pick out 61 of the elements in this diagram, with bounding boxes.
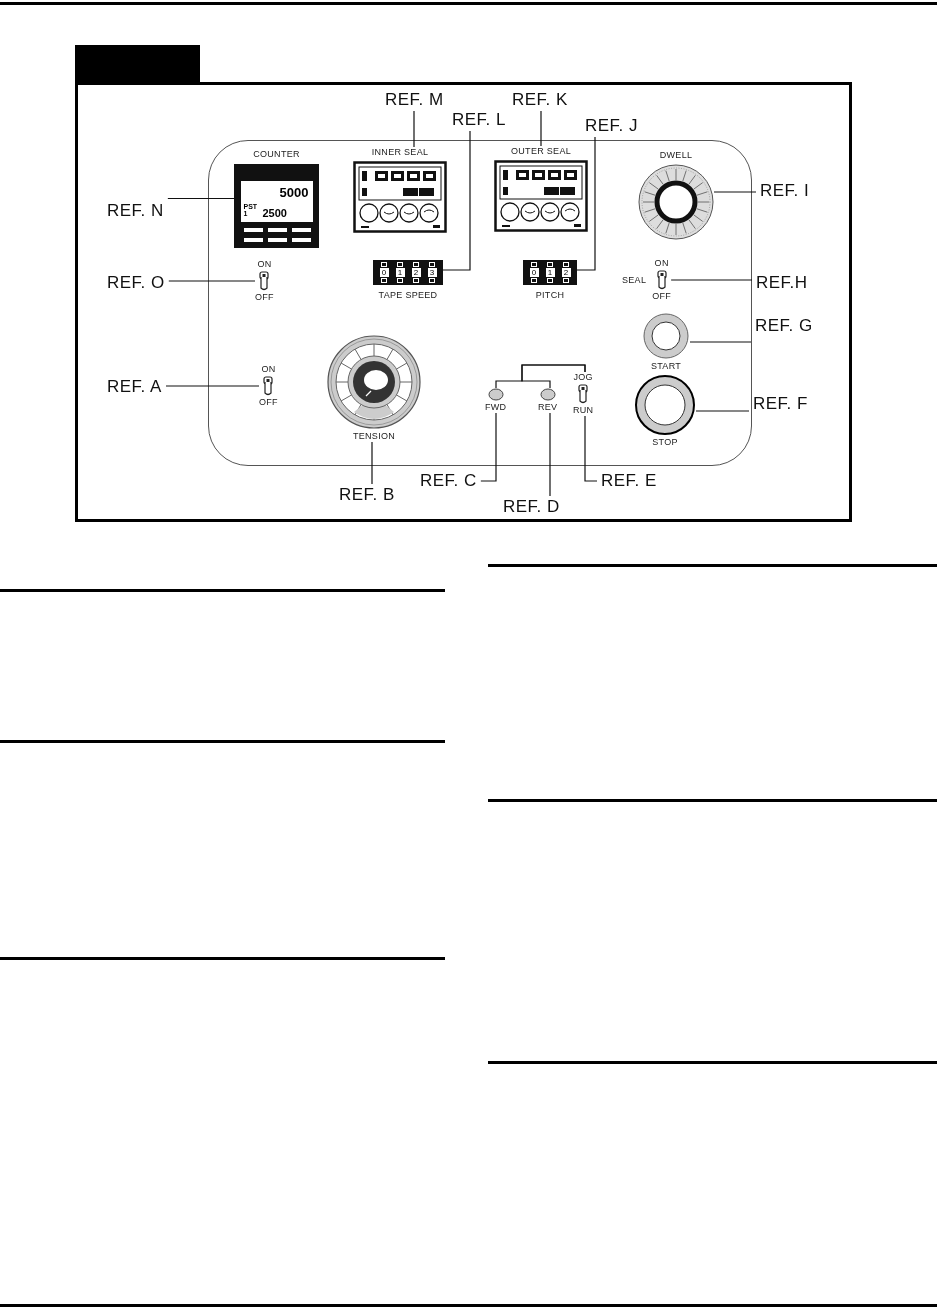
control-panel (208, 140, 752, 466)
reference-label: REF. K (508, 89, 572, 111)
control-label: COUNTER (253, 149, 300, 160)
control-label: TENSION (352, 431, 396, 442)
control-label: INNER SEAL (371, 147, 429, 158)
control-label: START (650, 361, 682, 372)
leader-line (165, 385, 260, 387)
control-label: DWELL (659, 150, 693, 161)
switch-digit: 1 (545, 268, 555, 277)
control-label: RUN (573, 405, 594, 416)
counter-reading: 2500 (262, 207, 287, 219)
reference-label: REF. J (581, 115, 643, 137)
control-label: OFF (259, 397, 278, 408)
leader-line (670, 279, 753, 281)
reference-label: REF. I (756, 180, 814, 202)
switch-digit: 3 (427, 268, 437, 277)
switch-digit: 0 (529, 268, 539, 277)
reference-label: REF. A (103, 376, 166, 398)
control-label: OUTER SEAL (511, 146, 571, 157)
reference-label: REF. N (103, 200, 168, 222)
leader-line (413, 110, 415, 148)
reference-label: REF.H (752, 272, 812, 294)
leader-line (584, 415, 598, 482)
control-label: ON (654, 258, 669, 269)
reference-label: REF. D (499, 496, 564, 518)
leader-line (167, 197, 235, 200)
reference-label: REF. B (335, 484, 399, 506)
leader-line (442, 130, 471, 271)
control-label: REV (538, 402, 558, 413)
control-label: SEAL (622, 274, 647, 286)
reference-label: REF. G (751, 315, 817, 337)
control-label: STOP (652, 437, 678, 448)
switch-digit: 1 (395, 268, 405, 277)
reference-label: REF. L (448, 109, 511, 131)
reference-label: REF. O (103, 272, 169, 294)
leader-line (713, 191, 757, 193)
control-label: PITCH (535, 290, 565, 301)
leader-line (689, 341, 752, 343)
reference-label: REF. E (597, 470, 661, 492)
reference-label: REF. C (416, 470, 481, 492)
control-label: OFF (652, 291, 672, 302)
leader-line (576, 136, 596, 271)
leader-line (549, 412, 551, 497)
leader-line (521, 364, 586, 389)
leader-line (371, 441, 373, 485)
switch-digit: 0 (379, 268, 389, 277)
switch-digit: 2 (411, 268, 421, 277)
leader-line (480, 412, 497, 482)
control-label: OFF (255, 292, 274, 303)
counter-reading: 5000 (279, 185, 309, 200)
reference-label: REF. M (381, 89, 448, 111)
leader-line (695, 410, 750, 412)
control-label: FWD (485, 402, 507, 413)
leader-line (540, 110, 542, 147)
control-label: JOG (573, 372, 593, 383)
switch-digit: 2 (561, 268, 571, 277)
control-label: ON (261, 364, 276, 375)
control-label: TAPE SPEED (378, 290, 438, 301)
leader-line (168, 280, 256, 282)
control-label: ON (257, 259, 272, 270)
reference-label: REF. F (749, 393, 812, 415)
